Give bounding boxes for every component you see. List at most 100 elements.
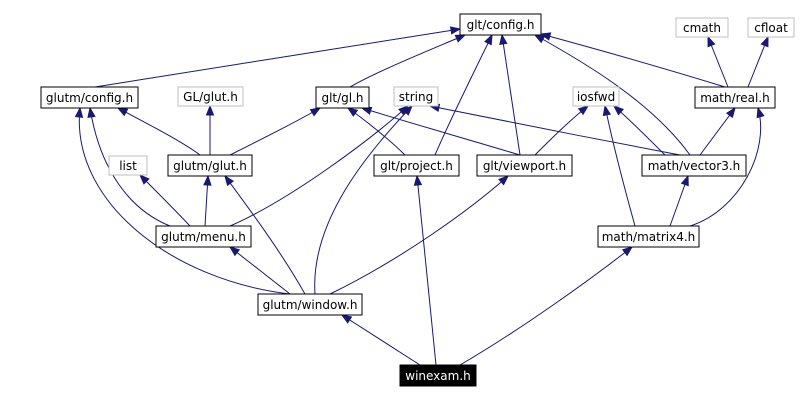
node-label: math/vector3.h — [648, 159, 741, 173]
edge-math-matrix4-to-iosfwd — [602, 104, 636, 227]
node-math-matrix4[interactable]: math/matrix4.h — [597, 225, 700, 248]
node-cfloat: cfloat — [747, 17, 795, 38]
edge-line — [229, 246, 291, 295]
node-label: glt/viewport.h — [483, 159, 566, 173]
edge-glutm-window-to-string — [314, 105, 413, 295]
edge-line — [139, 174, 191, 227]
node-iosfwd: iosfwd — [572, 86, 620, 107]
node-box — [572, 86, 620, 107]
edge-line — [534, 34, 691, 156]
arrowhead — [454, 34, 467, 43]
node-glt-gl[interactable]: glt/gl.h — [315, 86, 370, 109]
node-box — [597, 225, 700, 248]
edge-line — [361, 107, 521, 156]
node-glutm-config[interactable]: glutm/config.h — [40, 86, 139, 109]
arrowhead — [346, 107, 359, 117]
edge-line — [341, 314, 421, 366]
edge-math-vector3-to-math-real — [699, 106, 736, 156]
node-box — [747, 17, 795, 38]
node-label: glt/config.h — [467, 18, 535, 32]
edge-winexam-to-glt-project — [413, 174, 437, 366]
arrowhead — [224, 174, 235, 187]
edge-line — [416, 175, 437, 366]
edge-line — [501, 34, 521, 156]
edge-math-real-to-glt-config — [539, 32, 726, 88]
edge-math-real-to-cfloat — [747, 35, 769, 88]
node-label: list — [119, 159, 137, 173]
edge-math-vector3-to-glt-config — [533, 34, 691, 156]
arrowhead — [707, 35, 716, 48]
node-cmath: cmath — [675, 17, 729, 38]
node-label: glt/gl.h — [321, 91, 363, 105]
arrowhead — [228, 246, 241, 257]
nodes-layer: glt/config.h cmath cfloat glutm/config.h GL/… — [40, 13, 795, 387]
node-box — [373, 154, 460, 177]
arrowhead — [116, 107, 129, 117]
node-glutm-window[interactable]: glutm/window.h — [257, 293, 363, 316]
node-box — [399, 364, 477, 387]
node-glt-viewport[interactable]: glt/viewport.h — [476, 154, 573, 177]
edge-line — [459, 246, 633, 366]
node-box — [393, 86, 439, 107]
edge-glutm-glut-to-glutm-config — [116, 107, 201, 156]
edge-winexam-to-glutm-window — [340, 314, 421, 366]
arrowhead — [612, 105, 624, 116]
node-glt-config[interactable]: glt/config.h — [459, 13, 542, 36]
arrowhead — [449, 26, 462, 35]
node-glutm-glut[interactable]: glutm/glut.h — [167, 154, 253, 177]
node-box — [694, 86, 776, 109]
edge-line — [689, 107, 762, 227]
edge-line — [314, 105, 413, 295]
node-list: list — [108, 155, 148, 176]
node-label: GL/glut.h — [183, 90, 238, 104]
node-label: winexam.h — [405, 369, 471, 383]
node-box — [315, 86, 370, 109]
arrowhead — [621, 246, 634, 257]
edge-line — [89, 107, 171, 227]
node-label: math/matrix4.h — [602, 230, 696, 244]
node-box — [177, 86, 244, 107]
node-math-real[interactable]: math/real.h — [694, 86, 776, 109]
arrowhead — [402, 105, 413, 116]
node-box — [459, 13, 542, 36]
edge-glutm-menu-to-glutm-config — [87, 106, 171, 227]
arrowhead — [756, 106, 765, 119]
node-glutm-menu[interactable]: glutm/menu.h — [155, 225, 252, 248]
edge-line — [349, 34, 466, 88]
node-box — [675, 17, 729, 38]
node-label: cmath — [683, 21, 721, 35]
node-box — [108, 155, 148, 176]
edge-glutm-window-to-glutm-config — [74, 106, 291, 295]
edge-glutm-window-to-glutm-glut — [224, 174, 306, 295]
arrowhead — [87, 106, 96, 119]
edge-line — [329, 175, 509, 295]
edges-layer — [74, 26, 769, 366]
arrowhead — [577, 105, 590, 116]
node-label: glt/project.h — [380, 159, 453, 173]
node-box — [257, 293, 363, 316]
node-math-vector3[interactable]: math/vector3.h — [641, 154, 747, 177]
edge-glutm-config-to-glt-config — [94, 26, 462, 88]
node-label: glutm/window.h — [263, 298, 358, 312]
node-glt-project[interactable]: glt/project.h — [373, 154, 460, 177]
node-label: iosfwd — [577, 90, 615, 104]
edge-glt-viewport-to-glt-gl — [360, 106, 521, 156]
node-winexam[interactable]: winexam.h — [399, 364, 477, 387]
node-box — [155, 225, 252, 248]
edge-line — [78, 107, 291, 295]
node-label: math/real.h — [700, 91, 770, 105]
edge-line — [699, 107, 736, 156]
edge-math-vector3-to-iosfwd — [612, 105, 666, 156]
edge-glt-viewport-to-glt-config — [499, 33, 521, 156]
edge-math-real-to-cmath — [707, 35, 729, 88]
edge-line — [429, 105, 681, 156]
arrowhead — [74, 106, 84, 118]
arrowhead — [680, 174, 689, 187]
edge-math-matrix4-to-math-real — [689, 106, 765, 227]
node-label: cfloat — [754, 21, 788, 35]
edge-glutm-menu-to-list — [139, 174, 191, 227]
node-label: string — [399, 90, 433, 104]
node-box — [40, 86, 139, 109]
arrowhead — [602, 104, 612, 117]
